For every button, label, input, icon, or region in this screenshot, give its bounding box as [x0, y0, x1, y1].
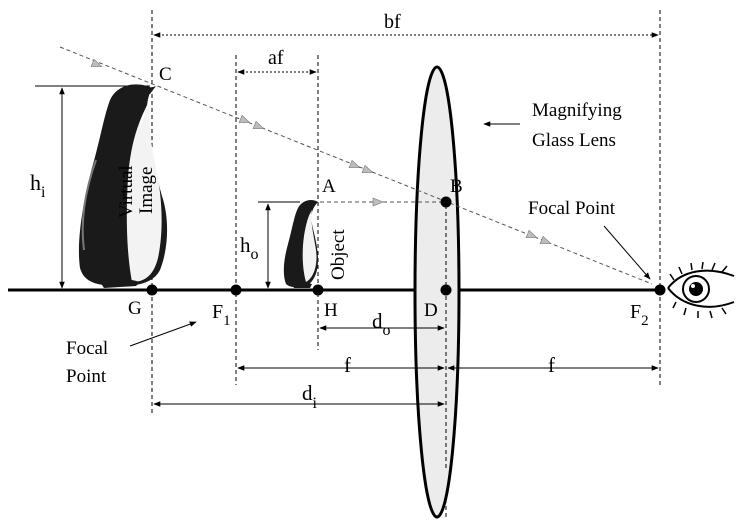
label-h: H — [324, 300, 338, 321]
label-af: af — [268, 47, 284, 69]
label-c: C — [159, 64, 172, 85]
point-b — [440, 196, 452, 208]
label-f-left: f — [344, 353, 351, 377]
label-f1: F1 — [212, 301, 231, 329]
penguin-small-icon — [283, 200, 318, 288]
eye-icon — [667, 261, 735, 319]
label-di: di — [302, 381, 318, 412]
label-b: B — [450, 176, 463, 197]
label-f2: F2 — [630, 301, 649, 329]
point-f2 — [654, 284, 666, 296]
focal-right-pointer — [603, 225, 651, 280]
magnifying-lens-icon — [413, 65, 461, 519]
label-focal-right: Focal Point — [528, 198, 616, 219]
point-g — [146, 284, 158, 296]
label-do: do — [372, 309, 391, 339]
focal-left-pointer — [129, 321, 197, 347]
label-object: Object — [328, 229, 349, 280]
point-h — [312, 284, 324, 296]
key-points — [146, 196, 666, 296]
dimension-lines — [35, 32, 659, 407]
label-g: G — [128, 298, 142, 319]
label-hi: hi — [30, 170, 46, 201]
label-a: A — [322, 176, 336, 197]
label-virtual-image: VirtualImage — [116, 165, 157, 218]
label-ho: ho — [240, 233, 259, 263]
penguin-large-icon — [78, 84, 168, 288]
label-d: D — [424, 300, 438, 321]
point-d — [440, 284, 452, 296]
label-bf: bf — [384, 11, 401, 33]
label-f-right: f — [548, 353, 555, 377]
reference-lines — [151, 10, 661, 520]
point-f1 — [230, 284, 242, 296]
